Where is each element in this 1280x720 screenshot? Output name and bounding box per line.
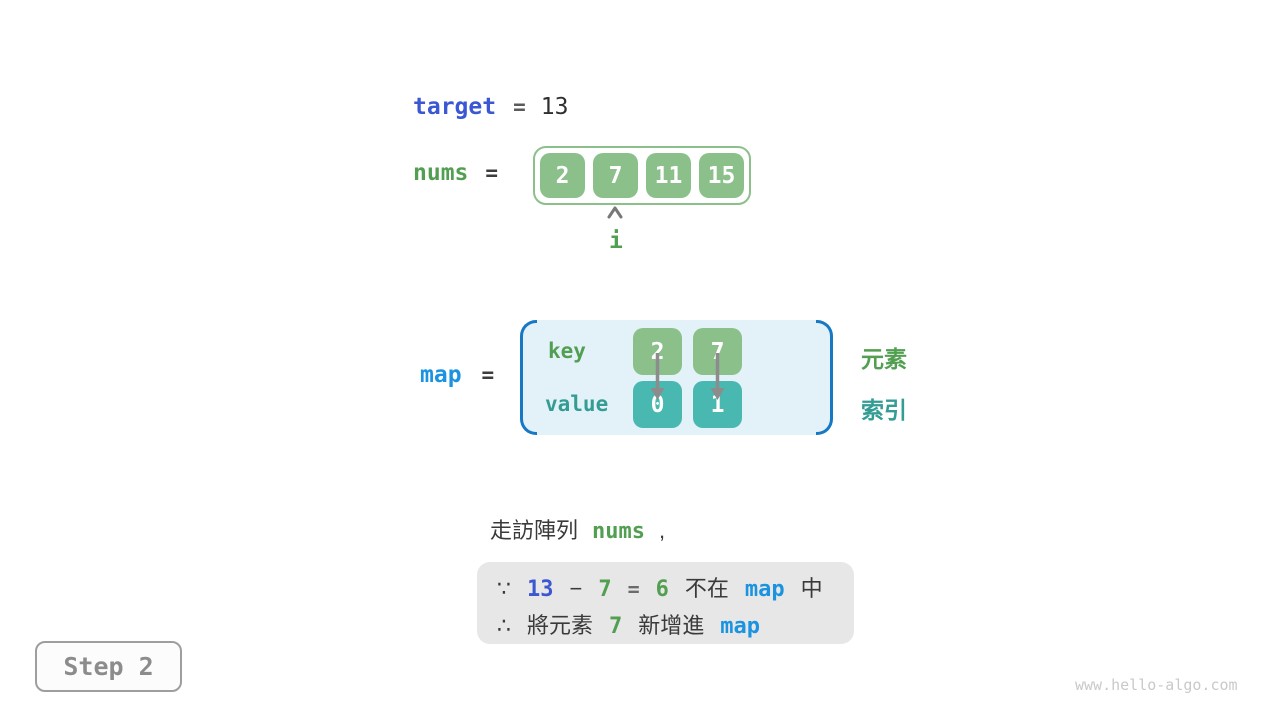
- nums-equals-sign: =: [485, 161, 499, 185]
- map-label: map: [420, 362, 462, 388]
- sentence-comma: ,: [659, 518, 666, 543]
- nums-row-label: nums =: [413, 160, 498, 186]
- map-value-cell-0: 0: [633, 381, 682, 428]
- map-key-cell-1: 7: [693, 328, 742, 375]
- nums-cell-3: 15: [699, 153, 744, 198]
- equals-sign: =: [627, 577, 640, 601]
- add-element-text: 將元素: [527, 613, 594, 638]
- added-value: 7: [609, 614, 623, 639]
- pointer-up-icon: [607, 206, 623, 219]
- index-pointer-label: i: [609, 228, 623, 254]
- difference-value: 6: [655, 577, 669, 602]
- map-equals-sign: =: [481, 363, 495, 387]
- map-key-cell-0: 2: [633, 328, 682, 375]
- target-label: target: [413, 94, 497, 120]
- target-value: 13: [540, 94, 569, 120]
- index-annotation: 索引: [861, 397, 907, 423]
- because-symbol: ∵: [497, 576, 511, 601]
- add-action-text: 新增進: [638, 613, 705, 638]
- watermark: www.hello-algo.com: [1075, 676, 1238, 694]
- nums-cell-0: 2: [540, 153, 585, 198]
- map-row-label: map =: [420, 362, 494, 388]
- map-code-ref-1: map: [744, 577, 785, 602]
- not-in-text: 不在: [684, 576, 729, 601]
- map-left-bracket: [520, 320, 537, 435]
- therefore-symbol: ∴: [497, 613, 511, 638]
- map-value-label: value: [545, 392, 609, 416]
- callout-line-1: ∵ 13 − 7 = 6 不在 map 中: [497, 571, 854, 608]
- step-badge: Step 2: [35, 641, 182, 692]
- sentence-nums-code: nums: [592, 519, 645, 544]
- target-equals-sign: =: [513, 95, 526, 119]
- in-suffix-text: 中: [800, 576, 823, 601]
- map-key-label: key: [548, 339, 586, 363]
- minuend-value: 13: [527, 577, 554, 602]
- target-row: target = 13: [413, 94, 568, 120]
- reasoning-callout: ∵ 13 − 7 = 6 不在 map 中 ∴ 將元素 7 新增進 map: [477, 562, 854, 644]
- minus-sign: −: [569, 576, 583, 601]
- traverse-sentence: 走訪陣列 nums ,: [490, 513, 679, 545]
- nums-label: nums: [413, 160, 469, 186]
- callout-line-2: ∴ 將元素 7 新增進 map: [497, 608, 854, 645]
- map-container: key value 2 7 0 1: [520, 320, 833, 435]
- nums-cell-2: 11: [646, 153, 691, 198]
- map-value-cell-1: 1: [693, 381, 742, 428]
- map-right-bracket: [816, 320, 833, 435]
- sentence-prefix: 走訪陣列: [490, 518, 579, 543]
- nums-cell-1: 7: [593, 153, 638, 198]
- map-code-ref-2: map: [720, 614, 761, 639]
- subtrahend-value: 7: [598, 577, 612, 602]
- element-annotation: 元素: [861, 346, 907, 372]
- nums-array: 2 7 11 15: [533, 146, 751, 205]
